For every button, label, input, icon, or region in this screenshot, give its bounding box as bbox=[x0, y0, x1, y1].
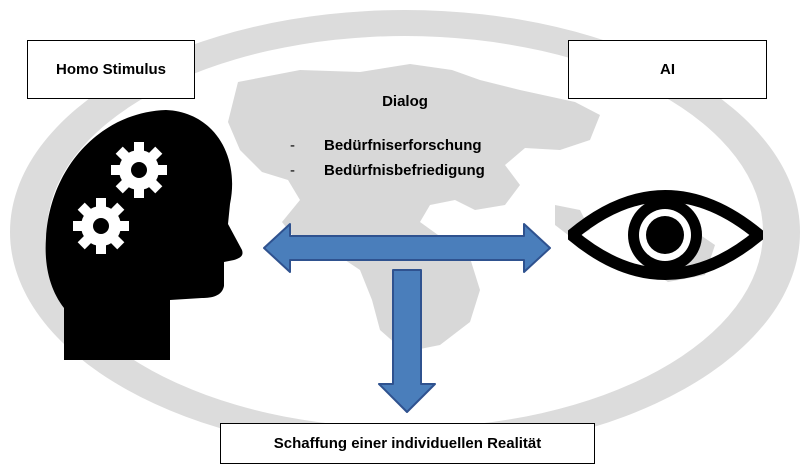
ai-box: AI bbox=[568, 40, 767, 99]
ai-label: AI bbox=[660, 61, 675, 78]
down-arrow-icon bbox=[378, 269, 436, 413]
dialog-title: Dialog bbox=[382, 93, 428, 110]
double-arrow-icon bbox=[263, 223, 551, 273]
realitaet-box: Schaffung einer individuellen Realität bbox=[220, 423, 595, 464]
list-item-text: Bedürfniserforschung bbox=[324, 137, 482, 154]
list-dash: - bbox=[290, 137, 295, 154]
list-dash: - bbox=[290, 162, 295, 179]
eye-icon bbox=[568, 190, 763, 280]
realitaet-label: Schaffung einer individuellen Realität bbox=[273, 435, 542, 452]
dialog-list-item: - Bedürfniserforschung bbox=[290, 133, 485, 158]
dialog-list: - Bedürfniserforschung - Bedürfnisbefrie… bbox=[290, 133, 485, 183]
head-with-gears-icon bbox=[45, 110, 243, 360]
dialog-list-item: - Bedürfnisbefriedigung bbox=[290, 158, 485, 183]
homo-stimulus-label: Homo Stimulus bbox=[55, 61, 166, 78]
list-item-text: Bedürfnisbefriedigung bbox=[324, 162, 485, 179]
homo-stimulus-box: Homo Stimulus bbox=[27, 40, 195, 99]
